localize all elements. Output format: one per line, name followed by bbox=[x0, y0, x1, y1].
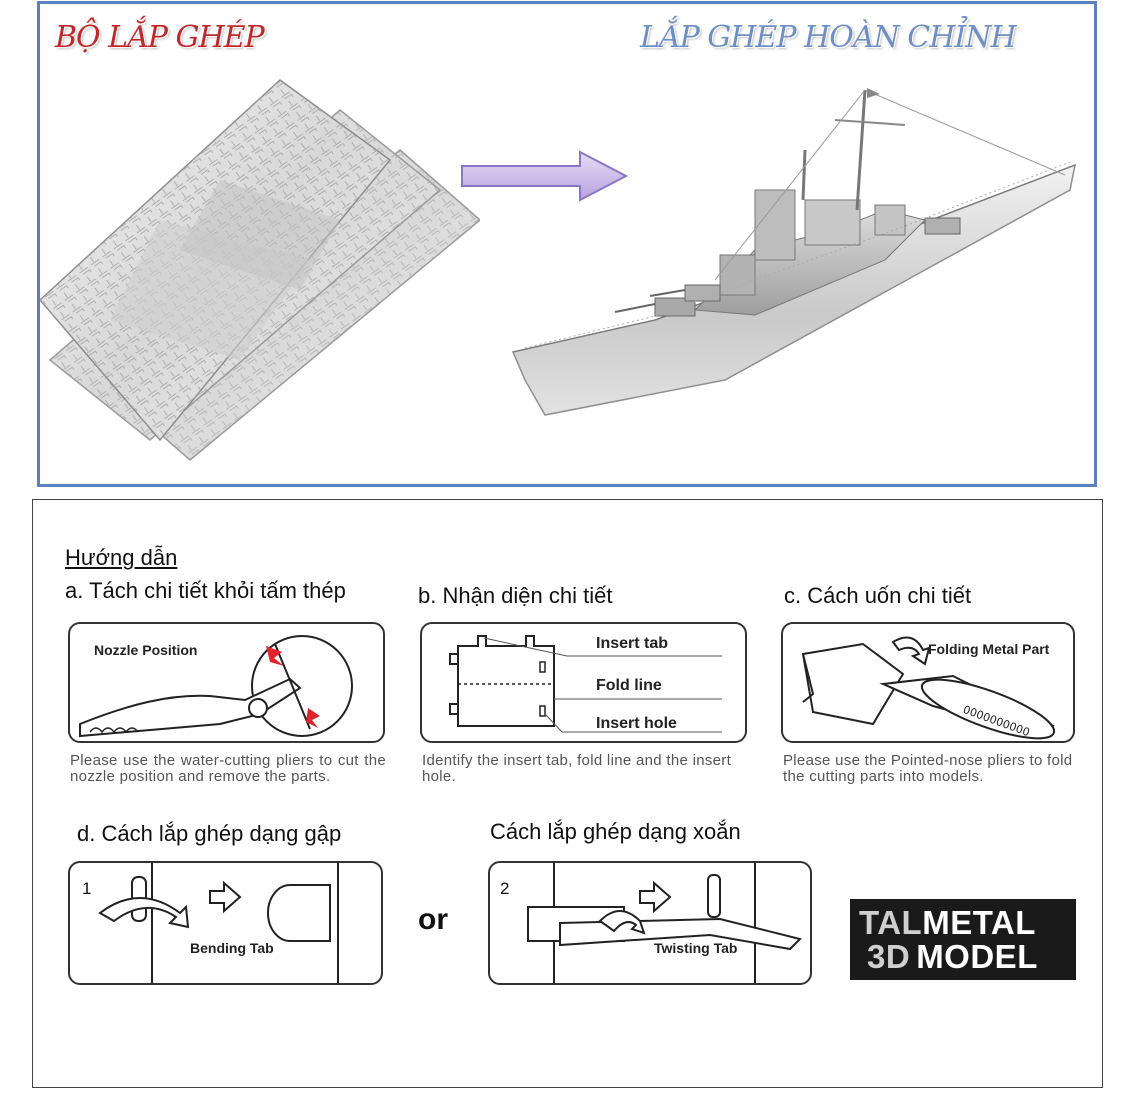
step-a-diagram: Nozzle Position bbox=[68, 622, 385, 743]
step-c-caption: Please use the Pointed-nose pliers to fo… bbox=[783, 752, 1073, 785]
step-a-caption: Please use the water-cutting pliers to c… bbox=[70, 752, 386, 785]
part-identification-icon bbox=[449, 635, 722, 733]
folding-part-icon: 0000000000 bbox=[801, 636, 1056, 740]
step-a-title: a. Tách chi tiết khỏi tấm thép bbox=[65, 578, 346, 603]
instructions-panel bbox=[32, 499, 1103, 1088]
step-twist-number: 2 bbox=[500, 879, 510, 898]
step-b-diagram: Insert tab Fold line Insert hole bbox=[420, 622, 747, 743]
step-twist-title: Cách lắp ghép dạng xoắn bbox=[490, 819, 741, 844]
insert-tab-label: Insert tab bbox=[596, 635, 669, 652]
step-d-diagram: 1 Bending Tab bbox=[68, 861, 383, 985]
step-d-title: d. Cách lắp ghép dạng gập bbox=[77, 821, 342, 846]
step-b-caption: Identify the insert tab, fold line and t… bbox=[422, 752, 732, 785]
insert-hole-label: Insert hole bbox=[596, 715, 677, 732]
fold-line-label: Fold line bbox=[596, 677, 662, 694]
logo-metal: METAL bbox=[922, 904, 1036, 941]
step-twist-diagram: 2 Twisting Tab bbox=[488, 861, 812, 985]
or-text: or bbox=[418, 903, 448, 936]
twisting-tab-icon bbox=[527, 863, 802, 983]
arrow-right-icon bbox=[461, 150, 629, 202]
step-d-number: 1 bbox=[82, 879, 92, 898]
logo-tal: TAL bbox=[859, 904, 923, 941]
kit-title: BỘ LẮP GHÉP bbox=[55, 20, 265, 55]
folding-metal-part-label: Folding Metal Part bbox=[928, 641, 1050, 657]
guide-heading: Hướng dẫn bbox=[65, 545, 178, 570]
finished-title: LẮP GHÉP HOÀN CHỈNH bbox=[640, 20, 1017, 55]
step-b-title: b. Nhận diện chi tiết bbox=[418, 583, 613, 608]
pliers-cutting-icon bbox=[79, 635, 353, 738]
assembled-ship-image bbox=[511, 88, 1077, 416]
twisting-tab-label: Twisting Tab bbox=[654, 940, 738, 956]
step-c-diagram: Folding Metal Part 0000000000 bbox=[781, 622, 1075, 743]
bending-tab-icon bbox=[98, 863, 339, 983]
logo-model: MODEL bbox=[916, 938, 1038, 975]
metal-sheets-image bbox=[40, 79, 480, 461]
step-c-title: c. Cách uốn chi tiết bbox=[784, 583, 972, 608]
nozzle-position-label: Nozzle Position bbox=[94, 642, 198, 658]
bending-tab-label: Bending Tab bbox=[190, 940, 274, 956]
logo-3d: 3D bbox=[867, 938, 911, 975]
